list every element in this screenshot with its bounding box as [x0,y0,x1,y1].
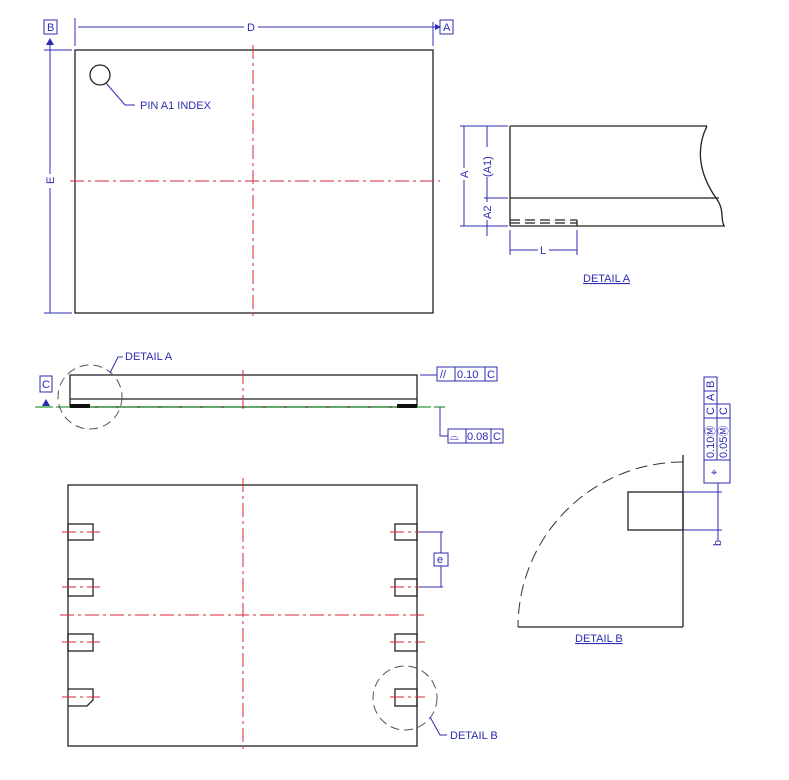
svg-text:C: C [705,407,717,415]
detail-b-callout-circle [372,665,438,731]
svg-text:0.05Ⓜ: 0.05Ⓜ [717,426,730,458]
pin-a1-index-mark [89,64,111,86]
dim-a2-label: A2 [482,206,494,219]
pitch-e-label: e [437,554,443,566]
datum-a-label: A [443,22,451,34]
svg-text:C: C [718,407,730,415]
svg-text:A: A [705,393,717,401]
datum-a-box [439,19,454,35]
svg-text:0.08: 0.08 [467,431,488,443]
dim-a-label: A [459,170,471,178]
flatness-fcf: ⌓ 0.08 C [447,428,504,444]
side-view: DETAIL A C // 0.10 C ⌓ 0.08 C [35,351,504,444]
pin-a1-label: PIN A1 INDEX [140,100,212,112]
bottom-view: e DETAIL B [60,478,498,752]
pin-leader [105,82,135,106]
top-view: PIN A1 INDEX D A B E [43,18,454,320]
datum-b-label: B [47,22,54,34]
datum-b-box [43,19,58,35]
detail-a-title: DETAIL A [583,273,631,285]
detail-a: A (A1) A2 L DETAIL A [458,125,725,285]
dim-a1-label: (A1) [482,156,494,177]
detail-b: b B A C C 0.10Ⓜ 0.05Ⓜ ⌖ DETAIL B [517,376,731,645]
dim-b-label: b [712,540,724,546]
svg-text:C: C [487,369,495,381]
svg-text:0.10: 0.10 [457,369,478,381]
detail-b-callout: DETAIL B [450,730,498,742]
dim-l-label: L [540,245,546,257]
svg-text:B: B [705,381,717,388]
svg-text://: // [440,369,447,381]
datum-b-triangle [46,38,54,45]
detail-a-callout-circle [57,364,123,430]
dim-e-label: E [45,177,57,184]
pitch-e-box [433,552,449,567]
position-fcf: B A C C 0.10Ⓜ 0.05Ⓜ ⌖ [703,376,731,484]
datum-c-box [39,375,53,393]
svg-text:C: C [493,431,501,443]
detail-a-callout: DETAIL A [125,351,173,363]
datum-c-label: C [42,379,50,391]
svg-text:0.10Ⓜ: 0.10Ⓜ [704,426,717,458]
parallelism-fcf: // 0.10 C [436,366,498,382]
detail-b-title: DETAIL B [575,633,623,645]
dim-d-label: D [247,22,255,34]
position-symbol-icon: ⌖ [711,467,717,479]
svg-text:⌓: ⌓ [450,431,459,443]
